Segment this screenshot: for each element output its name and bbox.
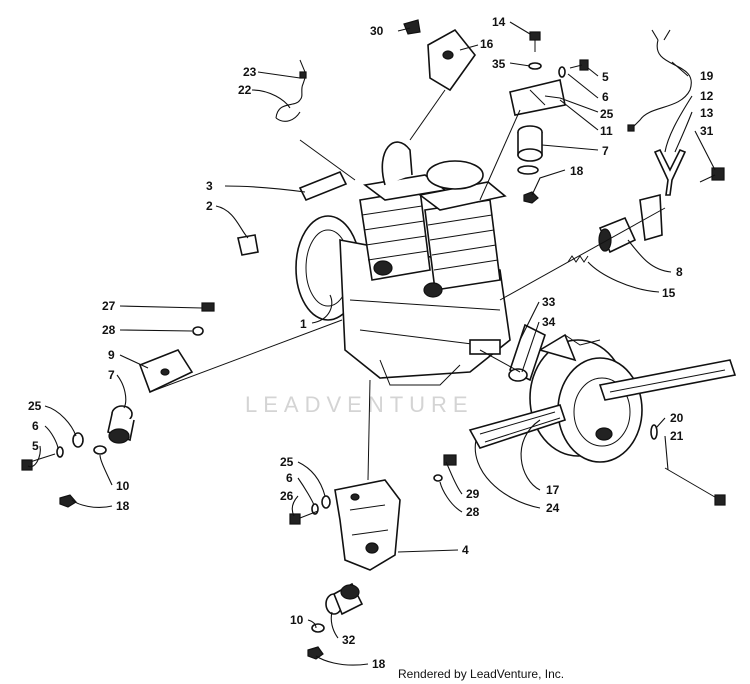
mount-7-left[interactable]: [107, 405, 135, 444]
washer-28-lower[interactable]: [433, 474, 443, 482]
callout-20: 20: [670, 411, 684, 425]
washer-28-left[interactable]: [192, 326, 204, 336]
callout-18-left: 18: [116, 499, 130, 513]
nut-18-lower[interactable]: [307, 646, 324, 660]
callout-10-left: 10: [116, 479, 130, 493]
callout-10-lower: 10: [290, 613, 304, 627]
heat-shield-3[interactable]: [298, 170, 348, 202]
bolt-29[interactable]: [443, 454, 457, 466]
callout-9: 9: [108, 348, 115, 362]
belt-24[interactable]: [468, 359, 737, 449]
callout-34: 34: [542, 315, 556, 329]
callout-25-top: 25: [600, 107, 614, 121]
callout-3: 3: [206, 179, 213, 193]
callout-5-left: 5: [32, 439, 39, 453]
nut-18-left[interactable]: [59, 494, 77, 508]
callout-18-lower: 18: [372, 657, 386, 671]
callout-6-top: 6: [602, 90, 609, 104]
callout-1: 1: [300, 317, 307, 331]
nut-18-top[interactable]: [523, 191, 539, 204]
assembly-lines: [149, 59, 666, 481]
clamp-23[interactable]: [299, 71, 307, 79]
clip-30[interactable]: [403, 19, 421, 35]
callout-35: 35: [492, 57, 506, 71]
engine-assembly[interactable]: [295, 141, 511, 386]
callout-33: 33: [542, 295, 556, 309]
bolt-31[interactable]: [699, 167, 725, 183]
lower-bracket-4[interactable]: [334, 479, 401, 571]
callout-17: 17: [546, 483, 560, 497]
callout-29: 29: [466, 487, 480, 501]
callout-25-left: 25: [28, 399, 42, 413]
callout-12: 12: [700, 89, 714, 103]
callout-11: 11: [600, 124, 613, 138]
callout-21: 21: [670, 429, 684, 443]
drive-clutch-17[interactable]: [529, 333, 643, 463]
callout-13: 13: [700, 106, 714, 120]
watermark: LEADVENTURE: [245, 392, 474, 417]
washer-10-left[interactable]: [93, 445, 107, 455]
callout-28-lower: 28: [466, 505, 480, 519]
sheave-33[interactable]: [509, 323, 546, 382]
callout-6-left: 6: [32, 419, 39, 433]
hose-22[interactable]: [275, 77, 306, 122]
leader-lines: [27, 21, 716, 666]
callout-22: 22: [238, 83, 252, 97]
bracket-12-13[interactable]: [653, 148, 687, 196]
washer-25-left[interactable]: [72, 432, 84, 448]
bolt-21[interactable]: [664, 467, 726, 506]
washer-35[interactable]: [528, 62, 542, 70]
callout-5-top: 5: [602, 70, 609, 84]
bolt-5-top[interactable]: [569, 59, 589, 71]
callout-32: 32: [342, 633, 356, 647]
mount-plate-11[interactable]: [509, 79, 566, 116]
callout-7-top: 7: [602, 144, 609, 158]
callout-6-lower: 6: [286, 471, 293, 485]
callout-8: 8: [676, 265, 683, 279]
mount-7-top[interactable]: [517, 125, 543, 162]
callout-16: 16: [480, 37, 494, 51]
bracket-plate[interactable]: [639, 193, 663, 242]
mount-32[interactable]: [325, 582, 364, 616]
bolt-5-left[interactable]: [21, 453, 56, 471]
callout-2: 2: [206, 199, 213, 213]
credit-text: Rendered by LeadVenture, Inc.: [398, 667, 564, 681]
callout-4: 4: [462, 543, 469, 557]
callout-28-left: 28: [102, 323, 116, 337]
callout-24: 24: [546, 501, 560, 515]
callout-15: 15: [662, 286, 676, 300]
spring-15[interactable]: [567, 255, 589, 263]
callout-18-top: 18: [570, 164, 584, 178]
bolt-27[interactable]: [201, 302, 215, 312]
wire-harness-19[interactable]: [627, 29, 692, 132]
washer-25-lower[interactable]: [321, 495, 331, 509]
washer-6-top[interactable]: [558, 66, 566, 78]
callout-19: 19: [700, 69, 714, 83]
callout-30: 30: [370, 24, 384, 38]
bolt-14[interactable]: [529, 31, 541, 52]
callout-31: 31: [700, 124, 714, 138]
callout-26: 26: [280, 489, 294, 503]
plate-9[interactable]: [138, 349, 194, 394]
callout-27: 27: [102, 299, 116, 313]
washer-10-lower[interactable]: [311, 623, 325, 633]
callout-25-lower: 25: [280, 455, 294, 469]
callout-labels: 30 14 16 35 5 6 25 11 7 18 19 12 13 31 8…: [28, 15, 714, 671]
plug-2[interactable]: [237, 234, 259, 256]
callout-14: 14: [492, 15, 506, 29]
washer-20[interactable]: [650, 424, 658, 440]
bracket-16[interactable]: [427, 28, 477, 92]
bolt-26[interactable]: [289, 510, 319, 525]
washer-25-top[interactable]: [517, 165, 539, 175]
callout-23: 23: [243, 65, 257, 79]
callout-7-left: 7: [108, 368, 115, 382]
washer-6-left[interactable]: [56, 446, 64, 458]
